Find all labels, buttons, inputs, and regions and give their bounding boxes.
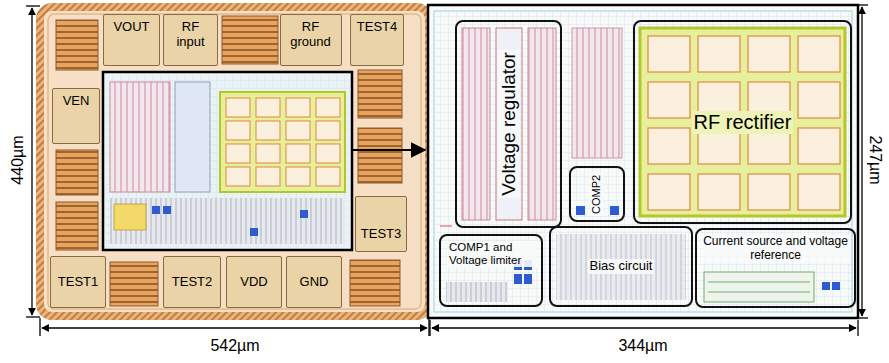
pad-name: GND (300, 275, 329, 290)
pad-name: TEST1 (58, 275, 98, 290)
block-name: COMP2 (591, 172, 604, 215)
pad-name: VEN (63, 94, 90, 109)
pad-name: VOUT (113, 20, 149, 35)
dimension-label: 344µm (616, 337, 669, 355)
dimension-label: 247µm (866, 133, 884, 186)
pad-name: RF ground (286, 20, 336, 50)
bond-pad: VDD (226, 256, 282, 308)
bond-pad: TEST4 (350, 14, 404, 66)
circuit-block: Bias circuit (549, 226, 693, 307)
dimension-label: 440µm (9, 133, 27, 186)
circuit-block: COMP1 and Voltage limiter (439, 234, 543, 307)
pad-name: VDD (240, 275, 267, 290)
circuit-block: Voltage regulator (455, 20, 562, 228)
bond-pad: GND (286, 256, 342, 308)
bond-pad: TEST1 (50, 256, 106, 308)
pad-name: TEST3 (361, 227, 401, 242)
block-name: RF rectifier (692, 111, 794, 134)
bond-pad: TEST2 (163, 256, 221, 308)
bond-pad: RF ground (280, 14, 342, 66)
pad-name: TEST2 (172, 275, 212, 290)
pad-name: RF input (171, 20, 211, 50)
pad-name: TEST4 (357, 20, 397, 35)
bond-pad: TEST3 (355, 196, 407, 252)
bond-pad: RF input (163, 14, 218, 66)
block-name: COMP1 and Voltage limiter (447, 241, 539, 267)
circuit-block: Current source and voltage reference (695, 228, 856, 308)
circuit-block: COMP2 (569, 166, 625, 222)
block-name: Voltage regulator (498, 50, 520, 198)
dimension-label: 542µm (208, 337, 261, 355)
bond-pad: VOUT (103, 14, 160, 66)
circuit-block: RF rectifier (633, 20, 852, 224)
block-name: Bias circuit (588, 259, 655, 274)
block-name: Current source and voltage reference (701, 235, 850, 263)
bond-pad: VEN (52, 88, 100, 144)
